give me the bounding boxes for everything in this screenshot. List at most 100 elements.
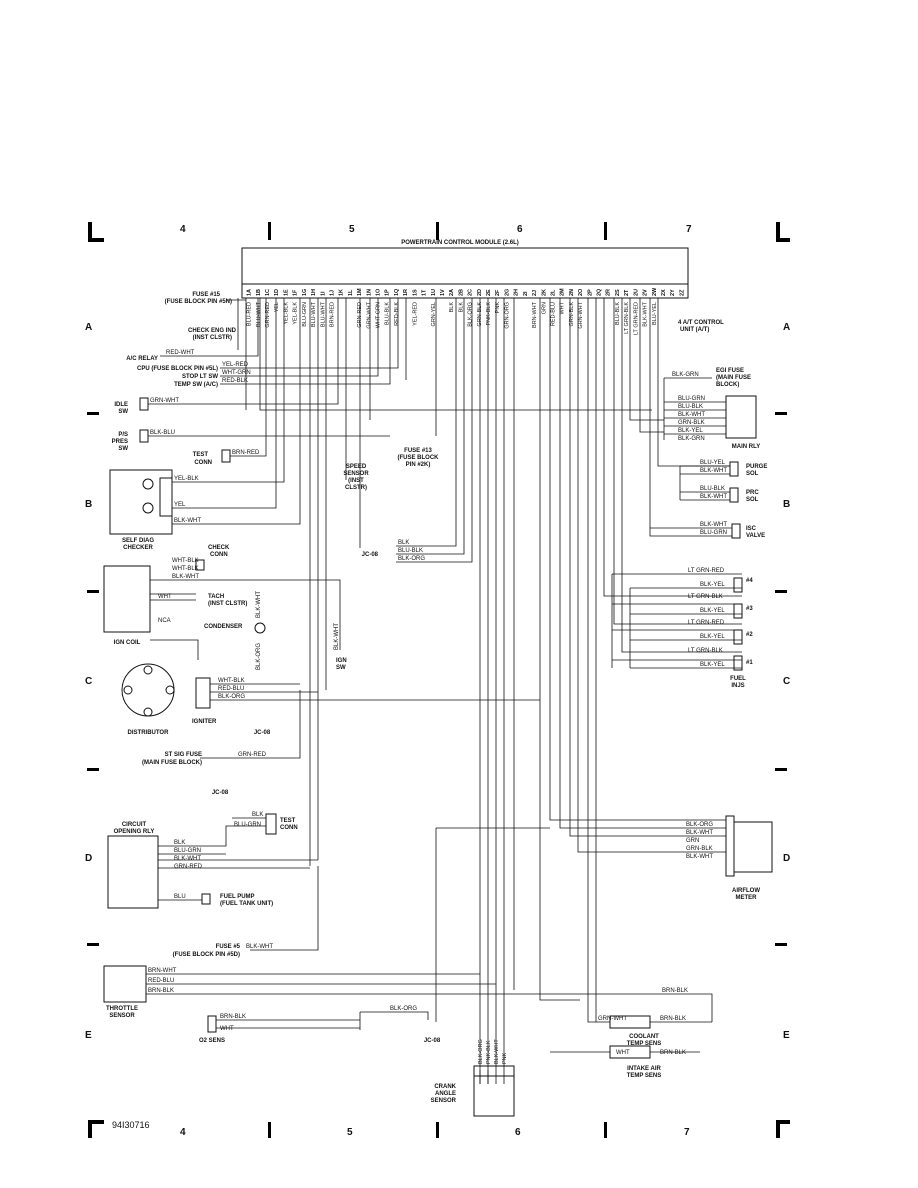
wire-label: BRN-BLK: [220, 1014, 246, 1020]
wire-label: BRN-BLK: [660, 1050, 686, 1056]
pcm-pin-wire-label: GRN-ORG: [504, 302, 510, 329]
ign-sw-label: IGN: [336, 658, 347, 664]
pcm-pin-2d: 2D: [477, 289, 483, 296]
wire-label: NCA: [158, 618, 171, 624]
crank-label-2: ANGLE: [435, 1091, 456, 1097]
fuel-injs-label: FUEL: [730, 676, 746, 682]
ps-label: P/S: [118, 432, 128, 438]
pcm-pin-2p: 2P: [587, 289, 593, 296]
wire-label: BLK-YEL: [700, 662, 725, 668]
wire-label: WHT: [220, 1026, 234, 1032]
wire-label: GRN-RED: [174, 864, 203, 870]
coolant-label-2: TEMP SENS: [627, 1041, 662, 1047]
wire-label: WHT-GRN: [222, 370, 251, 376]
pcm-pin-wire-label: BLU-GRN: [302, 302, 308, 327]
crank-label: CRANK: [434, 1084, 456, 1090]
speed-label-3: (INST: [348, 478, 364, 484]
fuse15-sub: (FUSE BLOCK PIN #5N): [165, 299, 232, 305]
wire-label: BLK-YEL: [700, 608, 725, 614]
pcm-pin-1p: 1P: [385, 289, 391, 296]
inj3-label: #3: [746, 606, 753, 612]
pcm-pin-wire-label: PNK-BLK: [486, 302, 492, 326]
pcm-pin-1t: 1T: [422, 289, 428, 296]
pcm-pin-wire-label: RED-BLU: [550, 302, 556, 326]
pcm-pin-1e: 1E: [283, 289, 289, 296]
pcm-pin-wire-label: YEL-BLK: [293, 302, 299, 325]
pcm-pin-1q: 1Q: [394, 288, 400, 296]
wire-label: BLU-YEL: [700, 460, 726, 466]
injector-2: [733, 629, 743, 645]
idle-switch: [139, 397, 149, 411]
wire-label: BLK-BLU: [150, 430, 175, 436]
wire-label: BLK-WHT: [246, 944, 273, 950]
wire-label: WHT: [616, 1050, 630, 1056]
wire-label: LT GRN-RED: [688, 620, 725, 626]
fuse13-label: FUSE #13: [404, 448, 432, 454]
isc-label: ISC: [746, 526, 757, 532]
pcm-pin-wire-label: BLU-YEL: [652, 302, 658, 325]
wire-label: BRN-RED: [232, 450, 260, 456]
pcm-pin-wire-label: BRN-RED: [329, 302, 335, 327]
wire-label: RED-BLU: [218, 686, 244, 692]
prc-label-2: SOL: [746, 497, 759, 503]
circuit-rly-label-2: OPENING RLY: [114, 829, 155, 835]
stop-lt-label: STOP LT SW: [182, 374, 218, 380]
pcm-pin-2e: 2E: [486, 289, 492, 296]
ign-coil-label: IGN COIL: [114, 640, 141, 646]
airflow-label: AIRFLOW: [732, 888, 760, 894]
speed-label-2: SENSOR: [343, 471, 369, 477]
wire-label: BLK-WHT: [334, 623, 340, 650]
st-sig-sub: (MAIN FUSE BLOCK): [142, 760, 202, 766]
pcm-pin-wire-label: BLU-BLK: [385, 302, 391, 325]
purge-sol-connector: [729, 461, 739, 477]
tach-label: TACH: [208, 594, 224, 600]
test-connector-2: [265, 813, 277, 835]
wire-label: BLK-ORG: [218, 694, 245, 700]
pcm-pin-2k: 2K: [541, 289, 547, 296]
wire-label: BLK: [398, 540, 409, 546]
wire-label: BLU-BLK: [398, 548, 423, 554]
pcm-pin-1j: 1J: [329, 290, 335, 296]
wire-label: BLK-WHT: [700, 522, 727, 528]
circuit-rly-label: CIRCUIT: [122, 822, 147, 828]
main-rly-label: MAIN RLY: [732, 444, 760, 450]
pcm-pin-wire-label: BLK: [449, 302, 455, 313]
wire-label: BLU: [174, 894, 186, 900]
speed-label-4: CLSTR): [345, 485, 367, 491]
pcm-pin-1r: 1R: [403, 289, 409, 296]
purge-label: PURGE: [746, 464, 767, 470]
test-conn-2-label: TEST: [280, 818, 296, 824]
intake-label: INTAKE AIR: [627, 1066, 661, 1072]
injector-1: [733, 655, 743, 671]
prc-sol-connector: [729, 487, 739, 503]
check-eng-label: CHECK ENG IND: [188, 328, 237, 334]
pcm-pin-wire-label: WHT-GRN: [376, 302, 382, 328]
isc-label-2: VALVE: [746, 533, 765, 539]
pcm-pin-strip: [241, 283, 689, 299]
crank-angle-sensor-box: [473, 1075, 515, 1117]
check-eng-sub: (INST CLSTR): [193, 335, 232, 341]
grid-labels: 4 5 6 7 4 5 6 7 A B C D E A B C D E 94I3…: [85, 224, 790, 1138]
check-conn-label-2: CONN: [210, 552, 228, 558]
pcm-pin-2w: 2W: [652, 287, 658, 296]
wire-label: BLK-WHT: [686, 854, 713, 860]
pcm-pin-2z: 2Z: [679, 289, 685, 296]
ps-switch: [139, 429, 149, 443]
pcm-pin-2m: 2M: [560, 288, 566, 296]
wire-label: LT GRN-RED: [688, 568, 725, 574]
pcm-pin-2j: 2J: [532, 290, 538, 296]
wire-label: BLU-GRN: [678, 396, 705, 402]
throttle-sensor-box: [103, 965, 147, 1003]
row-label-a-right: A: [783, 322, 790, 333]
pcm-pin-1b: 1B: [256, 289, 262, 296]
inj1-label: #1: [746, 660, 753, 666]
pcm-pin-2i: 2I: [523, 291, 529, 296]
col-label-6: 6: [517, 224, 523, 235]
col-label-6-bottom: 6: [515, 1127, 521, 1138]
check-connector: [195, 559, 205, 571]
pcm-pin-wire-label: GRN-WHT: [366, 301, 372, 328]
jc08-label-2: JC-08: [254, 730, 271, 736]
wire-label: BLK: [174, 840, 185, 846]
egi-label-2: (MAIN FUSE: [716, 375, 751, 381]
